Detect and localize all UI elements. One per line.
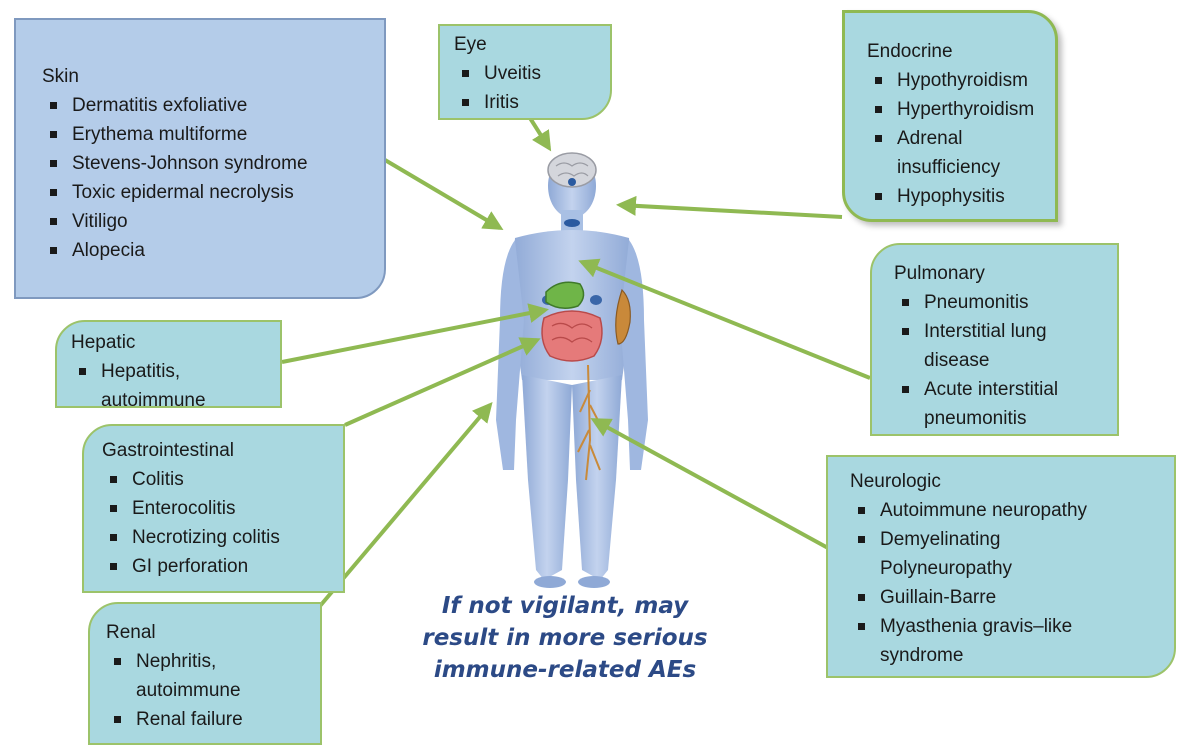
pulmonary-list: Pneumonitis Interstitial lung disease Ac… (894, 288, 1099, 433)
thyroid-icon (564, 219, 580, 227)
intestines-icon (541, 310, 603, 362)
list-item: Renal failure (106, 705, 304, 734)
list-item: Vitiligo (42, 207, 358, 236)
hepatic-title: Hepatic (71, 332, 136, 353)
arrow-endocrine (616, 195, 843, 219)
list-item: Toxic epidermal necrolysis (42, 178, 358, 207)
list-item: Hepatitis, autoimmune (71, 357, 221, 415)
list-item: Uveitis (454, 59, 596, 88)
warning-caption: If not vigilant, may result in more seri… (410, 590, 720, 686)
list-item: Hypophysitis (867, 182, 1037, 211)
eye-list: Uveitis Iritis (454, 59, 596, 117)
arrow-renal (318, 401, 493, 608)
list-item: Myasthenia gravis–like syndrome (850, 612, 1150, 670)
list-item: Hyperthyroidism (867, 95, 1037, 124)
list-item: Nephritis, autoimmune (106, 647, 266, 705)
eye-title: Eye (454, 34, 487, 55)
caption-line-1: If not vigilant, may (441, 593, 689, 619)
endocrine-list: Hypothyroidism Hyperthyroidism Adrenal i… (867, 66, 1037, 211)
pulmonary-title: Pulmonary (894, 263, 985, 284)
arrow-hepatic (281, 303, 549, 364)
list-item: GI perforation (102, 552, 327, 581)
gastrointestinal-box: Gastrointestinal Colitis Enterocolitis N… (82, 424, 345, 593)
list-item: Acute interstitial pneumonitis (894, 375, 1094, 433)
list-item: Dermatitis exfoliative (42, 91, 358, 120)
list-item: Pneumonitis (894, 288, 1099, 317)
list-item: Necrotizing colitis (102, 523, 327, 552)
muscle-icon (615, 288, 631, 345)
arrows (281, 116, 871, 608)
hepatic-list: Hepatitis, autoimmune (71, 357, 266, 415)
pulmonary-box: Pulmonary Pneumonitis Interstitial lung … (870, 243, 1119, 436)
list-item: Colitis (102, 465, 327, 494)
hepatic-box: Hepatic Hepatitis, autoimmune (55, 320, 282, 411)
neurologic-list: Autoimmune neuropathy Demyelinating Poly… (850, 496, 1158, 670)
endocrine-box: Endocrine Hypothyroidism Hyperthyroidism… (842, 10, 1058, 222)
list-item: Stevens-Johnson syndrome (42, 149, 358, 178)
neurologic-title: Neurologic (850, 471, 941, 492)
neurologic-box: Neurologic Autoimmune neuropathy Demyeli… (826, 455, 1176, 678)
arrow-pulmonary (578, 258, 871, 380)
list-item: Enterocolitis (102, 494, 327, 523)
endocrine-title: Endocrine (867, 41, 953, 62)
arrow-neurologic (590, 418, 829, 550)
arrow-eye (528, 116, 552, 152)
list-item: Alopecia (42, 236, 358, 265)
renal-list: Nephritis, autoimmune Renal failure (106, 647, 304, 734)
arrow-skin (383, 158, 504, 231)
list-item: Iritis (454, 88, 596, 117)
list-item: Adrenal insufficiency (867, 124, 1017, 182)
arrow-gastrointestinal (344, 337, 541, 427)
eye-box: Eye Uveitis Iritis (438, 24, 612, 120)
skin-list: Dermatitis exfoliative Erythema multifor… (42, 91, 358, 265)
gastrointestinal-list: Colitis Enterocolitis Necrotizing coliti… (102, 465, 327, 581)
caption-line-3: immune-related AEs (433, 657, 697, 683)
list-item: Autoimmune neuropathy (850, 496, 1158, 525)
skin-title: Skin (42, 66, 79, 87)
list-item: Erythema multiforme (42, 120, 358, 149)
list-item: Hypothyroidism (867, 66, 1037, 95)
gastrointestinal-title: Gastrointestinal (102, 440, 235, 461)
renal-title: Renal (106, 622, 156, 643)
brain-icon (547, 152, 597, 188)
list-item: Demyelinating Polyneuropathy (850, 525, 1040, 583)
list-item: Guillain-Barre (850, 583, 1158, 612)
caption-line-2: result in more serious (422, 625, 708, 651)
renal-box: Renal Nephritis, autoimmune Renal failur… (88, 602, 322, 745)
list-item: Interstitial lung disease (894, 317, 1074, 375)
skin-box: Skin Dermatitis exfoliative Erythema mul… (14, 18, 386, 299)
liver-icon (545, 281, 585, 309)
